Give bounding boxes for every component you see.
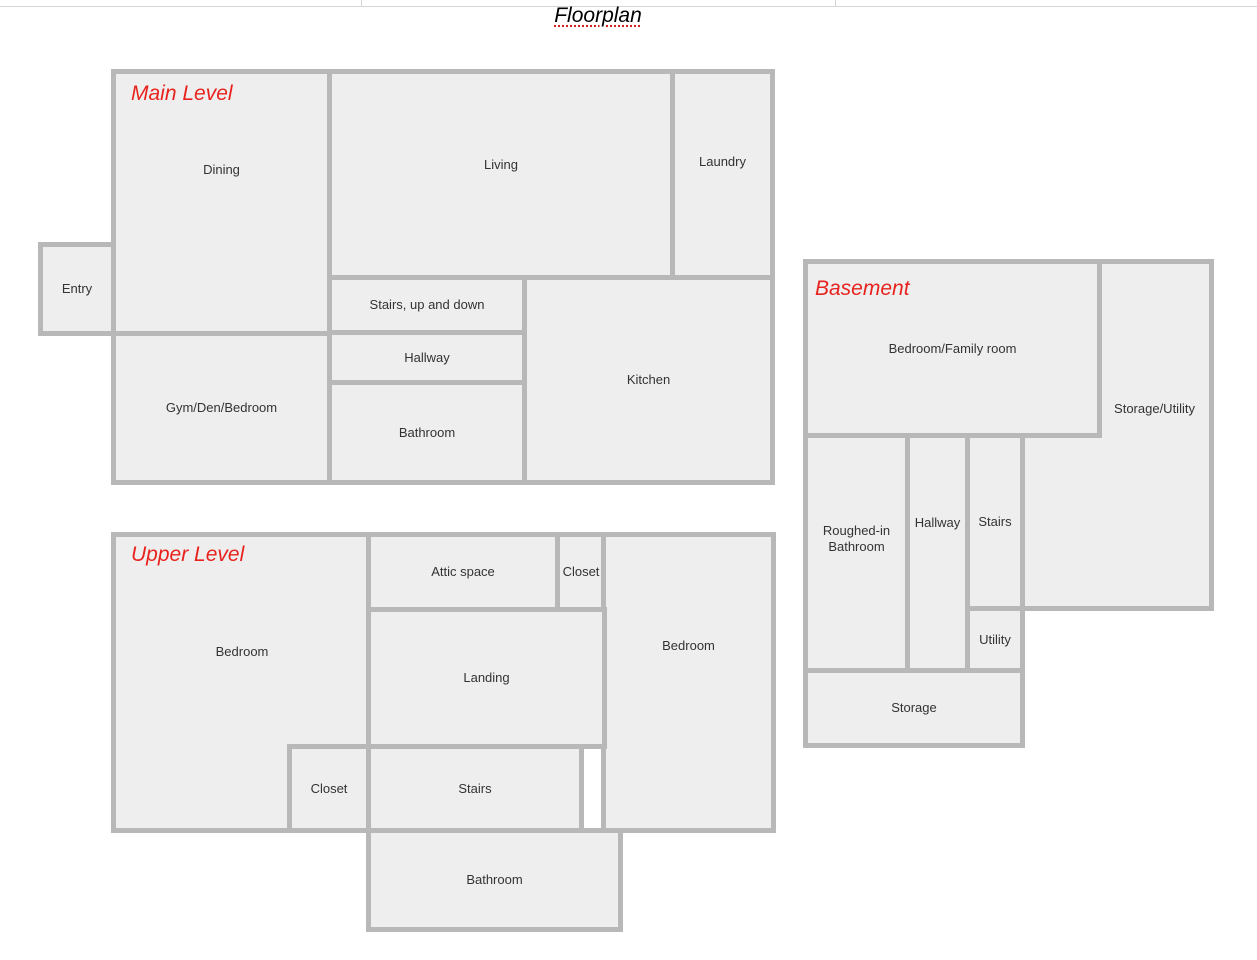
room-bathroom: Bathroom (327, 380, 527, 485)
room-closet-top: Closet (555, 532, 607, 612)
room-hallway: Hallway (327, 330, 527, 385)
room-attic-space: Attic space (366, 532, 560, 612)
room-hallway: Hallway (905, 433, 970, 673)
table-column-divider (361, 0, 362, 7)
room-bathroom: Bathroom (366, 828, 623, 932)
room-bedroom-family: Bedroom/Family room (803, 259, 1102, 438)
room-utility: Utility (965, 606, 1025, 673)
room-living: Living (327, 69, 675, 280)
room-landing: Landing (366, 607, 607, 749)
room-storage: Storage (803, 668, 1025, 748)
table-top-rule (0, 6, 1257, 7)
page-title: Floorplan (554, 4, 642, 27)
basement-label: Basement (815, 277, 910, 300)
room-stairs: Stairs (965, 433, 1025, 611)
room-closet-bottom: Closet (287, 744, 371, 833)
room-kitchen: Kitchen (522, 275, 775, 485)
room-bedroom-right: Bedroom (601, 532, 776, 833)
room-laundry: Laundry (670, 69, 775, 280)
room-gym-den-bedroom: Gym/Den/Bedroom (111, 331, 332, 485)
room-entry: Entry (38, 242, 116, 336)
room-dining: Dining (111, 69, 332, 336)
room-stairs: Stairs, up and down (327, 275, 527, 335)
room-roughed-in-bathroom: Roughed-in Bathroom (803, 433, 910, 673)
main-level-label: Main Level (131, 82, 233, 105)
table-column-divider (835, 0, 836, 7)
room-stairs: Stairs (366, 744, 584, 833)
upper-level-label: Upper Level (131, 543, 245, 566)
